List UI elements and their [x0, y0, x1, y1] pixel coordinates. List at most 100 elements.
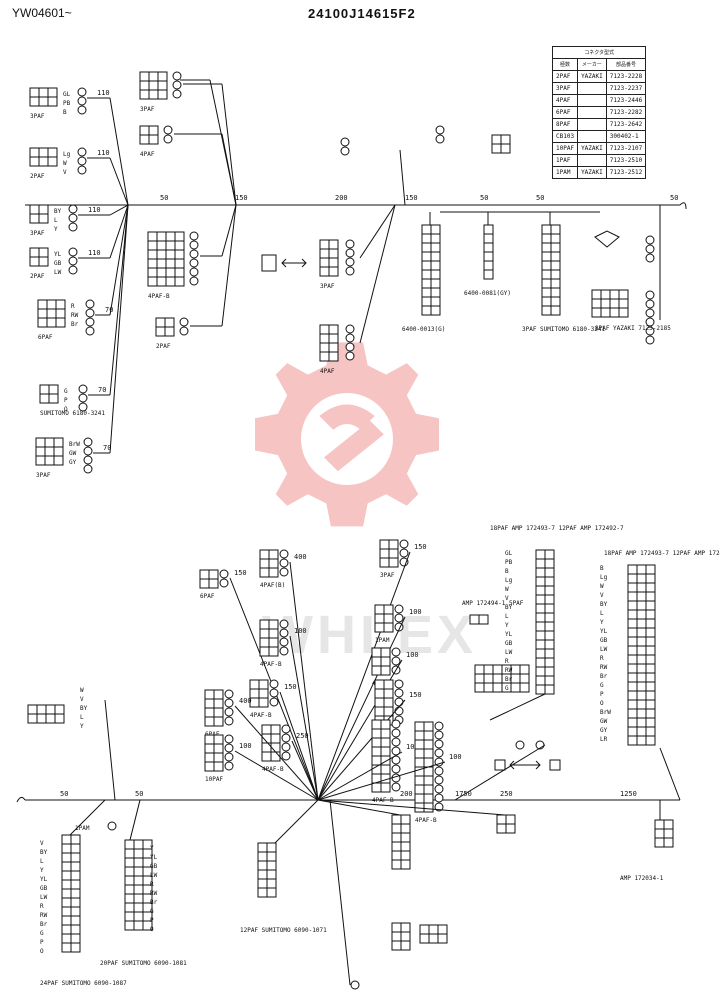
- connector-pin: [189, 276, 199, 286]
- branch-length-label: 100: [406, 743, 419, 751]
- branch-length-label: 100: [409, 608, 422, 616]
- branch-wire: [221, 204, 237, 327]
- connector-pin: [645, 235, 655, 245]
- connector-pin: [224, 707, 234, 717]
- branch-wire: [234, 705, 319, 801]
- connector-pin: [269, 679, 279, 689]
- wire-color-code: L: [80, 714, 84, 721]
- connector-pin: [281, 742, 291, 752]
- wire-color-code: L: [600, 610, 604, 617]
- wire-color-code: W: [505, 586, 509, 593]
- branch-wire: [317, 799, 401, 816]
- wire-color-code: GB: [150, 863, 158, 870]
- wire-color-code: R: [40, 903, 44, 910]
- branch-wire: [317, 751, 403, 801]
- wire-color-code: Y: [40, 867, 44, 874]
- connector-pin: [391, 719, 401, 729]
- connector-type-label: 2PAF: [156, 343, 171, 350]
- trunk-length-label: 150: [235, 194, 248, 202]
- wire-color-code: V: [80, 696, 84, 703]
- connector-pin: [391, 737, 401, 747]
- connector-pin: [345, 342, 355, 352]
- wire-color-code: R: [505, 658, 509, 665]
- connector-pin: [345, 333, 355, 343]
- wire-color-code: YL: [40, 876, 48, 883]
- connector-pin: [645, 299, 655, 309]
- connector-block: [35, 437, 64, 466]
- wire-color-code: O: [64, 406, 68, 413]
- trunk-length-label: 50: [670, 194, 678, 202]
- connector-pin: [189, 267, 199, 277]
- connector-pin: [279, 567, 289, 577]
- connector-type-label: 2PAF: [30, 173, 45, 180]
- wire-color-code: Lg: [63, 151, 71, 158]
- connector-pin: [269, 688, 279, 698]
- connector-pin: [345, 324, 355, 334]
- connector-type-label: 4PAF-B: [415, 817, 437, 824]
- branch-length-label: 100: [294, 627, 307, 635]
- branch-wire: [291, 740, 319, 801]
- wire-color-code: O: [150, 926, 154, 933]
- branch-wire: [279, 691, 319, 801]
- socket-symbol-icon: [494, 759, 506, 771]
- trunk-length-label: 200: [400, 790, 413, 798]
- trunk-length-label: 50: [135, 790, 143, 798]
- wire-color-code: L: [54, 217, 58, 224]
- branch-wire: [109, 204, 129, 316]
- wire-color-code: B: [63, 109, 67, 116]
- connector-pin: [434, 793, 444, 803]
- connector-type-label: 4PAF-B: [250, 712, 272, 719]
- connector-pin: [219, 569, 229, 579]
- connector-pin: [434, 784, 444, 794]
- wire-color-code: Br: [600, 673, 608, 680]
- wire-color-code: G: [505, 685, 509, 692]
- connector-type-label: 3PAF SUMITOMO 6180-3241: [522, 326, 605, 333]
- connector-pin: [172, 71, 182, 81]
- wire-color-code: RW: [40, 912, 48, 919]
- wire-color-code: P: [40, 939, 44, 946]
- trunk-length-label: 1250: [620, 790, 637, 798]
- wire-color-code: Lg: [600, 574, 608, 581]
- connector-type-label: 3PAF: [380, 572, 395, 579]
- wire-color-code: R: [150, 881, 154, 888]
- wire-color-code: V: [63, 169, 67, 176]
- wire-color-code: Y: [505, 622, 509, 629]
- table-header: 極数: [551, 58, 579, 71]
- branch-length-label: 70: [103, 444, 111, 452]
- connector-pin: [224, 698, 234, 708]
- connector-type-label: SUMITOMO 6180-3241: [40, 410, 105, 417]
- connector-pin: [340, 137, 350, 147]
- connector-pin: [179, 326, 189, 336]
- wire-color-code: V: [600, 592, 604, 599]
- connector-pin: [434, 721, 444, 731]
- wire-color-code: LW: [54, 269, 62, 276]
- trunk-length-label: 150: [405, 194, 418, 202]
- wire-color-code: W: [63, 160, 67, 167]
- wire-color-code: B: [600, 565, 604, 572]
- connector-type-label: 10PAF: [205, 776, 223, 783]
- connector-pin: [279, 646, 289, 656]
- branch-wire: [359, 204, 396, 344]
- wire-color-code: P: [600, 691, 604, 698]
- connector-pin: [107, 821, 117, 831]
- connector-pin: [172, 80, 182, 90]
- connector-pin: [189, 231, 199, 241]
- branch-length-label: 70: [98, 386, 106, 394]
- connector-type-label: 4PAF-B: [260, 661, 282, 668]
- double-arrow-icon: [281, 258, 307, 268]
- connector-type-label: 4PAF-B: [262, 766, 284, 773]
- wire-color-code: BY: [54, 208, 62, 215]
- wire-color-code: W: [80, 687, 84, 694]
- connector-type-label: 4PAF-B: [372, 797, 394, 804]
- wire-color-code: L: [505, 613, 509, 620]
- trunk-length-label: 200: [335, 194, 348, 202]
- table-cell: 7123-2228: [605, 70, 647, 83]
- trunk-length-label: 1750: [455, 790, 472, 798]
- connector-pin: [85, 308, 95, 318]
- connector-pin: [279, 637, 289, 647]
- socket-symbol-icon: [261, 254, 277, 272]
- wire-color-code: R: [600, 655, 604, 662]
- branch-length-label: 100: [449, 753, 462, 761]
